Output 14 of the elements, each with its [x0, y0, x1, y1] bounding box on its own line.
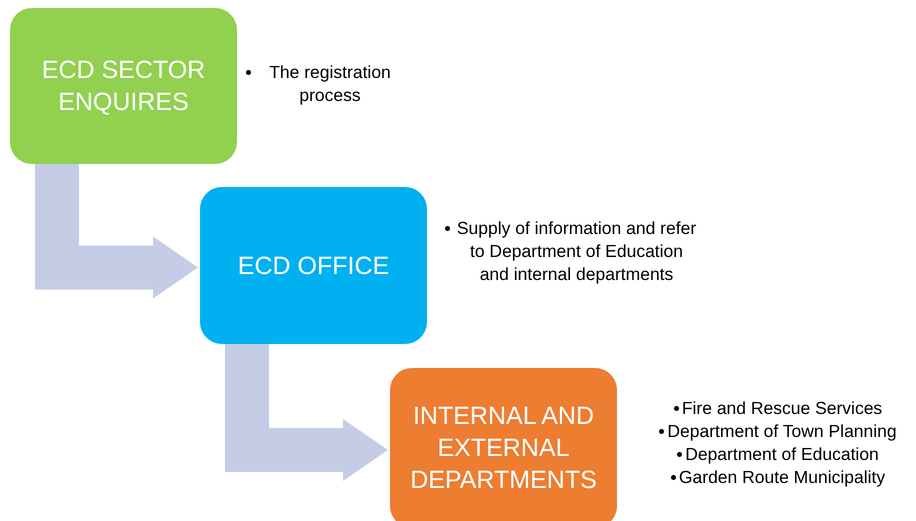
bullet-text: Department of Town Planning [667, 420, 897, 443]
bullet-text: The registration process [268, 61, 392, 107]
bullet-text: Garden Route Municipality [678, 466, 886, 489]
bullet-text: Supply of information and refer to Department of Education and internal departments [456, 217, 698, 286]
box-label: ECD SECTOR ENQUIRES [40, 55, 206, 118]
process-box [200, 187, 427, 344]
box-label: INTERNAL AND EXTERNAL DEPARTMENTS [409, 401, 598, 496]
box-label: ECD OFFICE [238, 250, 390, 282]
bent-arrow [35, 164, 198, 298]
process-box [390, 368, 617, 521]
bullet-text: Department of Education [685, 443, 879, 466]
bullet-text: Fire and Rescue Services [682, 397, 882, 420]
process-box [10, 8, 237, 164]
bent-arrow [225, 344, 388, 481]
